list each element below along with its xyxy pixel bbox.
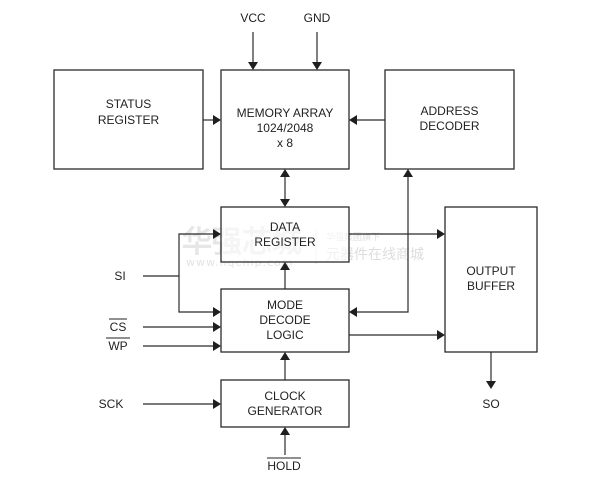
arrow-status-to-memory — [213, 115, 221, 125]
pin-labels: VCC GND SI CS WP SCK HOLD SO — [99, 11, 500, 473]
wire-si-mode — [143, 275, 213, 313]
pin-sck: SCK — [99, 397, 124, 411]
block-output-buffer: OUTPUT BUFFER — [444, 206, 538, 353]
arrow-address-to-memory — [349, 115, 357, 125]
pin-gnd: GND — [304, 11, 331, 25]
block-memory-array: MEMORY ARRAY 1024/2048 x 8 — [220, 69, 350, 170]
pin-vcc: VCC — [240, 11, 266, 25]
arrow-to-mode — [349, 307, 357, 317]
block-mode-decode-logic: MODE DECODE LOGIC — [220, 288, 350, 353]
label: GENERATOR — [248, 404, 323, 418]
label: REGISTER — [254, 235, 316, 249]
arrow-vcc — [248, 62, 258, 70]
label: ADDRESS — [420, 104, 478, 118]
wires — [143, 32, 496, 455]
label: OUTPUT — [466, 264, 516, 278]
pin-si: SI — [114, 269, 125, 283]
arrow-to-address — [403, 169, 413, 177]
label: CLOCK — [264, 389, 305, 403]
block-clock-generator: CLOCK GENERATOR — [220, 379, 350, 428]
arrow-hold — [280, 427, 290, 435]
label: 1024/2048 — [257, 121, 314, 135]
block-address-decoder: ADDRESS DECODER — [384, 69, 515, 170]
arrow-wp — [213, 341, 221, 351]
wire-si-data — [178, 233, 213, 276]
arrow-up-memory — [280, 169, 290, 177]
label: MODE — [267, 298, 303, 312]
arrow-clock-to-mode — [280, 352, 290, 360]
label: MEMORY ARRAY — [237, 106, 334, 120]
label: DECODER — [419, 119, 479, 133]
watermark-line2: 元器件在线商城 — [326, 247, 424, 263]
arrow-si-data — [213, 229, 221, 239]
block-status-register: STATUS REGISTER — [53, 69, 204, 170]
label: REGISTER — [98, 113, 160, 127]
arrow-so — [486, 381, 496, 389]
arrow-si-mode — [213, 307, 221, 317]
arrow-gnd — [312, 62, 322, 70]
label: x 8 — [277, 136, 293, 150]
label: STATUS — [106, 97, 152, 111]
arrow-down-data — [280, 199, 290, 207]
arrow-mode-to-data — [280, 262, 290, 270]
label: DATA — [270, 220, 300, 234]
pin-wp: WP — [108, 339, 127, 353]
arrow-data-to-output — [437, 229, 445, 239]
label: BUFFER — [467, 279, 515, 293]
arrow-cs — [213, 322, 221, 332]
arrow-sck — [213, 399, 221, 409]
label: DECODE — [259, 313, 310, 327]
pin-hold: HOLD — [267, 459, 301, 473]
pin-cs: CS — [110, 320, 127, 334]
wire-address-loop — [357, 177, 409, 313]
arrow-mode-to-output — [437, 330, 445, 340]
block-data-register: DATA REGISTER — [220, 206, 350, 263]
label: LOGIC — [266, 328, 304, 342]
pin-so: SO — [482, 397, 499, 411]
